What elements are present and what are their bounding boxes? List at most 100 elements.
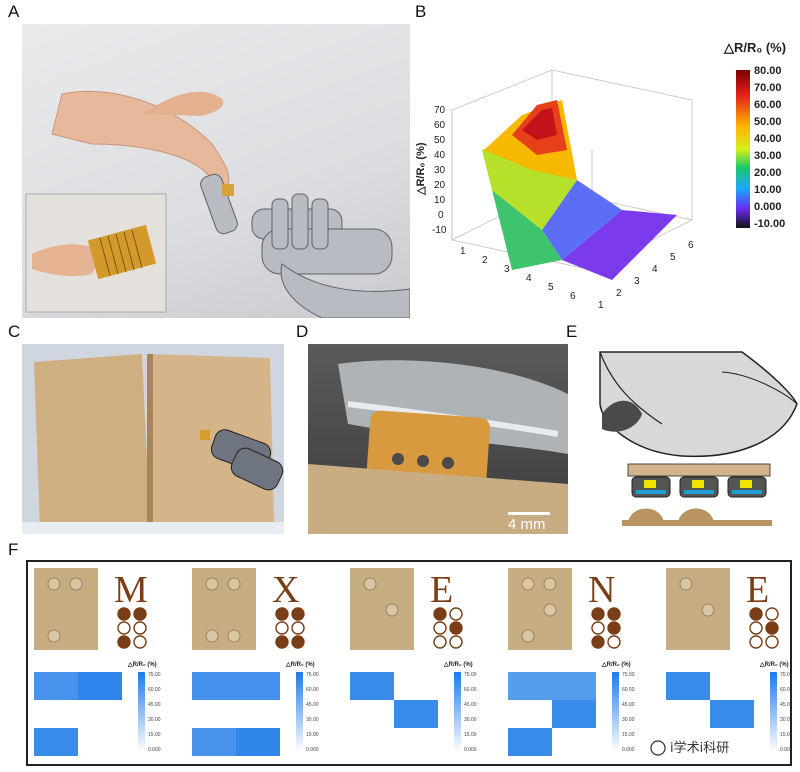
embossed-dot (701, 603, 715, 617)
mini-colorbar-tick: 60.00 (464, 687, 477, 693)
colorbar-tick: 80.00 (754, 65, 782, 77)
braille-photo (666, 568, 730, 650)
mini-colorbar-tick: 75.00 (622, 672, 635, 678)
mini-colorbar-tick: 15.00 (780, 732, 790, 738)
braille-letter: E (746, 569, 769, 611)
mini-colorbar-tick: 45.00 (148, 702, 161, 708)
x-tick: 5 (548, 282, 554, 293)
mini-colorbar-title: △R/R₀ (%) (759, 661, 789, 668)
braille-dot-empty (749, 635, 763, 649)
y-tick: 6 (688, 240, 694, 251)
scale-bar-label: 4 mm (508, 516, 546, 533)
braille-dot-filled (117, 607, 131, 621)
embossed-dot (521, 629, 535, 643)
z-tick: 10 (434, 195, 446, 206)
braille-photo (192, 568, 256, 650)
braille-photo (350, 568, 414, 650)
mini-colorbar-tick: 0.000 (306, 747, 319, 753)
heatmap-cell (78, 672, 122, 700)
mini-colorbar-title: △R/R₀ (%) (443, 661, 473, 668)
embossed-dot (227, 629, 241, 643)
colorbar-title: △R/R₀ (%) (723, 40, 786, 55)
z-tick: 50 (434, 135, 446, 146)
x-tick: 3 (504, 264, 510, 275)
heatmap-cell (350, 672, 394, 700)
braille-dot-empty (449, 635, 463, 649)
braille-dot-filled (591, 635, 605, 649)
wechat-icon (650, 740, 666, 756)
mini-colorbar (770, 672, 777, 752)
embossed-dot (47, 629, 61, 643)
mini-colorbar-tick: 0.000 (780, 747, 790, 753)
panel-f-braille-grid: M △R/R₀ (%) 75.00 60.00 45.00 30.00 15.00 0.000… (26, 560, 793, 766)
braille-dot-empty (133, 621, 147, 635)
colorbar-tick: 30.00 (754, 150, 782, 162)
mini-colorbar-title: △R/R₀ (%) (601, 661, 631, 668)
z-axis-label: △R/R₀ (%) (415, 142, 427, 196)
sensor-units (631, 476, 767, 498)
braille-dot-filled (433, 607, 447, 621)
braille-dot-empty (765, 607, 779, 621)
panel-label-d: D (296, 322, 309, 341)
mini-colorbar-tick: 15.00 (148, 732, 161, 738)
mini-colorbar (296, 672, 303, 752)
braille-letter: M (114, 569, 148, 611)
braille-dot-empty (607, 635, 621, 649)
braille-photo (34, 568, 98, 650)
mini-colorbar-tick: 15.00 (306, 732, 319, 738)
mini-colorbar-tick: 15.00 (464, 732, 477, 738)
panel-e-schematic (599, 351, 798, 526)
hand-robot-illustration (25, 91, 410, 318)
braille-dot-empty (433, 621, 447, 635)
embossed-dot (543, 603, 557, 617)
mini-colorbar-tick: 0.000 (148, 747, 161, 753)
panel-label-a: A (8, 2, 20, 21)
x-axis: 1 2 3 4 5 6 (460, 246, 576, 302)
braille-dot-empty (749, 621, 763, 635)
braille-dot-empty (291, 621, 305, 635)
panel-c-photo (22, 344, 284, 534)
heatmap-cell (192, 672, 236, 700)
y-tick: 1 (598, 300, 604, 311)
y-tick: 5 (670, 252, 676, 263)
mini-colorbar-tick: 30.00 (622, 717, 635, 723)
braille-dot-filled (749, 607, 763, 621)
braille-dot-empty (765, 635, 779, 649)
z-tick: 20 (434, 180, 446, 191)
panel-a-photo (22, 24, 410, 318)
mini-colorbar-tick: 45.00 (464, 702, 477, 708)
heatmap-cell (666, 672, 710, 700)
x-tick: 1 (460, 246, 466, 257)
colorbar-ticks: 80.00 70.00 60.00 50.00 40.00 30.00 20.0… (754, 65, 785, 230)
y-tick: 2 (616, 288, 622, 299)
colorbar-tick: 60.00 (754, 99, 782, 111)
heatmap-cell (34, 672, 78, 700)
panel-label-f: F (8, 540, 19, 559)
embossed-dot (363, 577, 377, 591)
mini-colorbar-tick: 45.00 (622, 702, 635, 708)
heatmap-cell (394, 700, 438, 728)
embossed-dot (543, 577, 557, 591)
y-tick: 3 (634, 276, 640, 287)
panel-label-e: E (566, 322, 578, 341)
braille-dot-filled (291, 635, 305, 649)
panel-label-c: C (8, 322, 21, 341)
z-axis: 70 60 50 40 30 20 10 0 -10 △R/R₀ (%) (415, 105, 447, 236)
colorbar-tick: 70.00 (754, 82, 782, 94)
braille-dot-empty (591, 621, 605, 635)
colorbar-tick: 0.000 (754, 201, 782, 213)
mini-colorbar-tick: 30.00 (306, 717, 319, 723)
embossed-dot (385, 603, 399, 617)
mini-colorbar-tick: 60.00 (780, 687, 790, 693)
heatmap-cell (508, 728, 552, 756)
panel-label-b: B (415, 2, 427, 21)
mini-colorbar-tick: 75.00 (148, 672, 161, 678)
mini-colorbar-title: △R/R₀ (%) (285, 661, 315, 668)
heatmap-cell (34, 728, 78, 756)
z-tick: 40 (434, 150, 446, 161)
colorbar-tick: 10.00 (754, 184, 782, 196)
